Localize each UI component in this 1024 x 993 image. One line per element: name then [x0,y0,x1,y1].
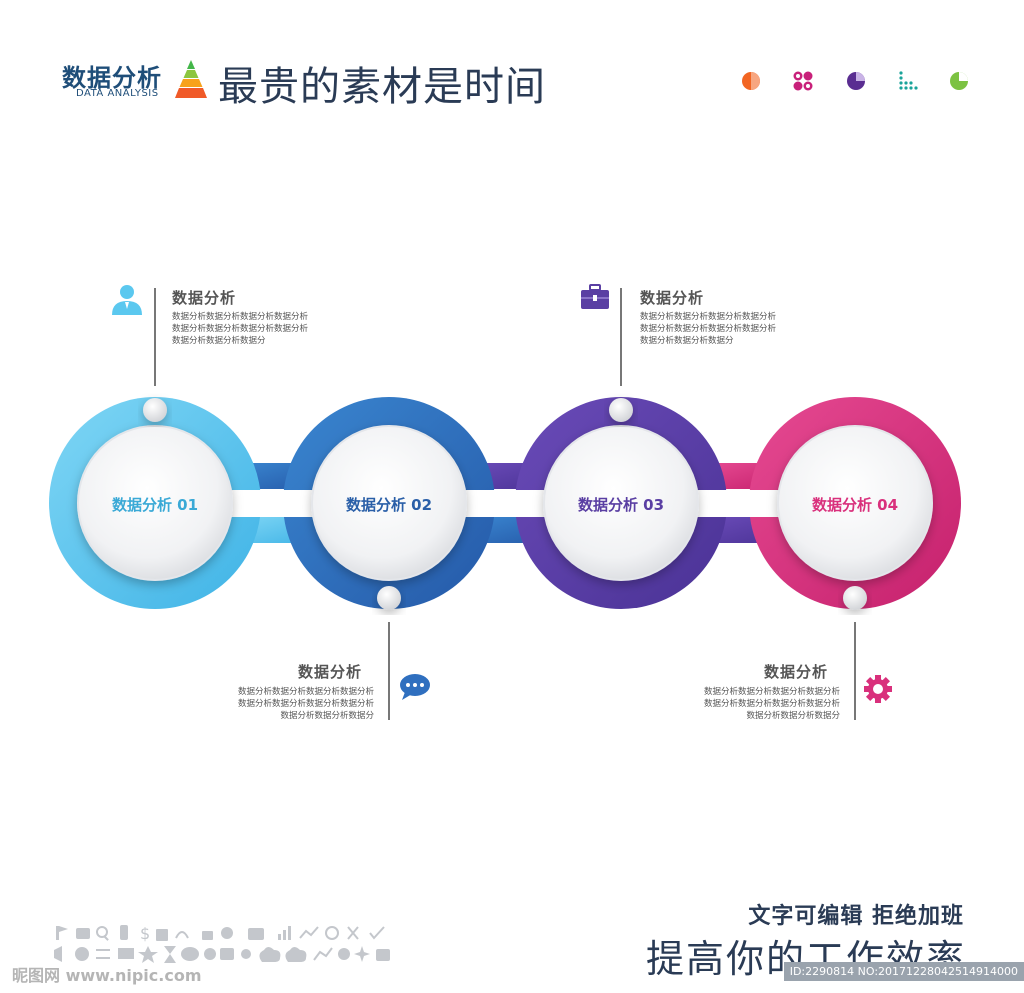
watermark-id: ID:2290814 NO:20171228042514914000 [783,962,1024,981]
logo-title: 数据分析 [62,64,162,92]
knob-01 [143,398,167,422]
callout-title-3: 数据分析 [640,289,705,307]
step-disc-04 [777,425,933,581]
knob-03 [609,398,633,422]
callout-body-4: 数据分析数据分析数据分析数据分析数据分析数据分析数据分析数据分析数据分析数据分析… [703,687,840,721]
logo-subtitle: DATA ANALYSIS [76,88,159,99]
pie-icon [847,72,865,90]
pyramid-icon [175,60,207,98]
four-dots-icon [793,71,813,91]
pie-slice-icon [950,72,968,90]
half-pie-icon [742,72,760,90]
knob-02 [377,586,401,610]
briefcase-icon [581,284,609,309]
watermark-site: 昵图网 www.nipic.com [12,966,202,985]
dotted-chart-icon [899,71,918,90]
step-disc-03 [543,425,699,581]
callout-title-2: 数据分析 [298,663,363,681]
footer-tagline: 文字可编辑 拒绝加班 [748,904,964,929]
user-icon [112,285,142,315]
callout-body-3: 数据分析数据分析数据分析数据分析数据分析数据分析数据分析数据分析数据分析数据分析… [640,312,777,346]
gear-icon [864,675,892,703]
step-disc-01 [77,425,233,581]
icon-set-strip: $ [54,924,390,963]
svg-text:$: $ [140,924,150,943]
chat-bubble-icon [400,674,430,700]
knob-04 [843,586,867,610]
callout-body-1: 数据分析数据分析数据分析数据分析数据分析数据分析数据分析数据分析数据分析数据分析… [172,312,309,346]
step-label-03: 数据分析 03 [577,496,665,514]
step-label-01: 数据分析 01 [111,496,199,514]
callout-body-2: 数据分析数据分析数据分析数据分析数据分析数据分析数据分析数据分析数据分析数据分析… [237,687,374,721]
callout-title-1: 数据分析 [172,289,237,307]
step-label-04: 数据分析 04 [811,496,899,514]
slogan-heading: 最贵的素材是时间 [218,64,546,110]
step-disc-02 [311,425,467,581]
callout-title-4: 数据分析 [764,663,829,681]
step-label-02: 数据分析 02 [345,496,433,514]
